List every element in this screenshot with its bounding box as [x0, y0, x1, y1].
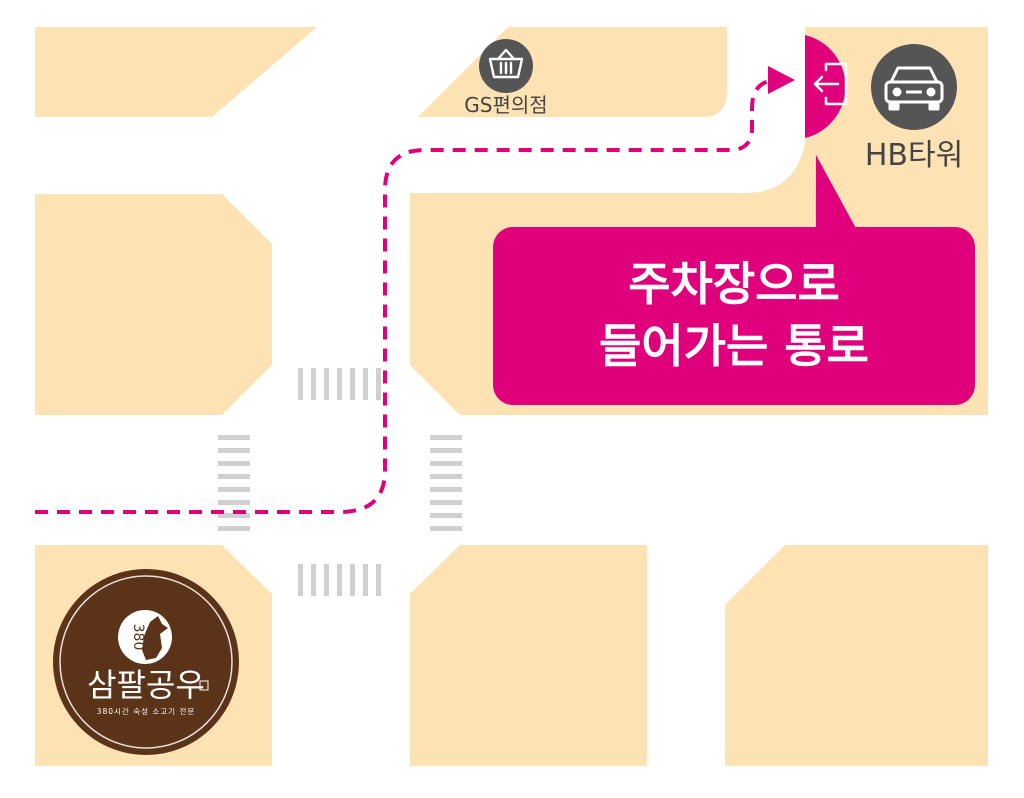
crosswalk-top	[298, 368, 381, 400]
block-bottom-right	[725, 545, 988, 766]
restaurant-name: 삼팔공우	[87, 666, 205, 704]
block-bottom-mid	[410, 545, 647, 766]
restaurant-tagline: 380시간 숙성 소고기 전문	[97, 706, 196, 716]
callout-line-2: 들어가는 통로	[599, 319, 869, 373]
route-arrow-head	[768, 66, 795, 94]
parking-callout: 주차장으로 들어가는 통로	[493, 155, 975, 405]
block-mid-left	[35, 194, 272, 415]
building-label: HB타워	[865, 138, 963, 173]
crosswalk-bottom	[298, 564, 381, 596]
convenience-store-label: GS편의점	[464, 93, 547, 117]
callout-line-1: 주차장으로	[628, 257, 840, 311]
convenience-store-marker: GS편의점	[464, 39, 548, 117]
crosswalk-left	[218, 435, 250, 531]
block-top-left	[35, 27, 317, 117]
building-marker: HB타워	[865, 44, 963, 173]
entrance-icon	[813, 62, 848, 106]
crosswalk-right	[430, 435, 462, 531]
route-path	[35, 78, 776, 514]
restaurant-number: 380	[130, 624, 146, 651]
crosswalks	[218, 368, 462, 596]
restaurant-logo: 380 삼팔공우 380시간 숙성 소고기 전문	[53, 569, 239, 755]
shopping-basket-icon	[488, 48, 524, 79]
entrance-marker	[805, 35, 848, 138]
cow-icon: 380	[118, 610, 172, 664]
car-icon	[884, 66, 944, 111]
